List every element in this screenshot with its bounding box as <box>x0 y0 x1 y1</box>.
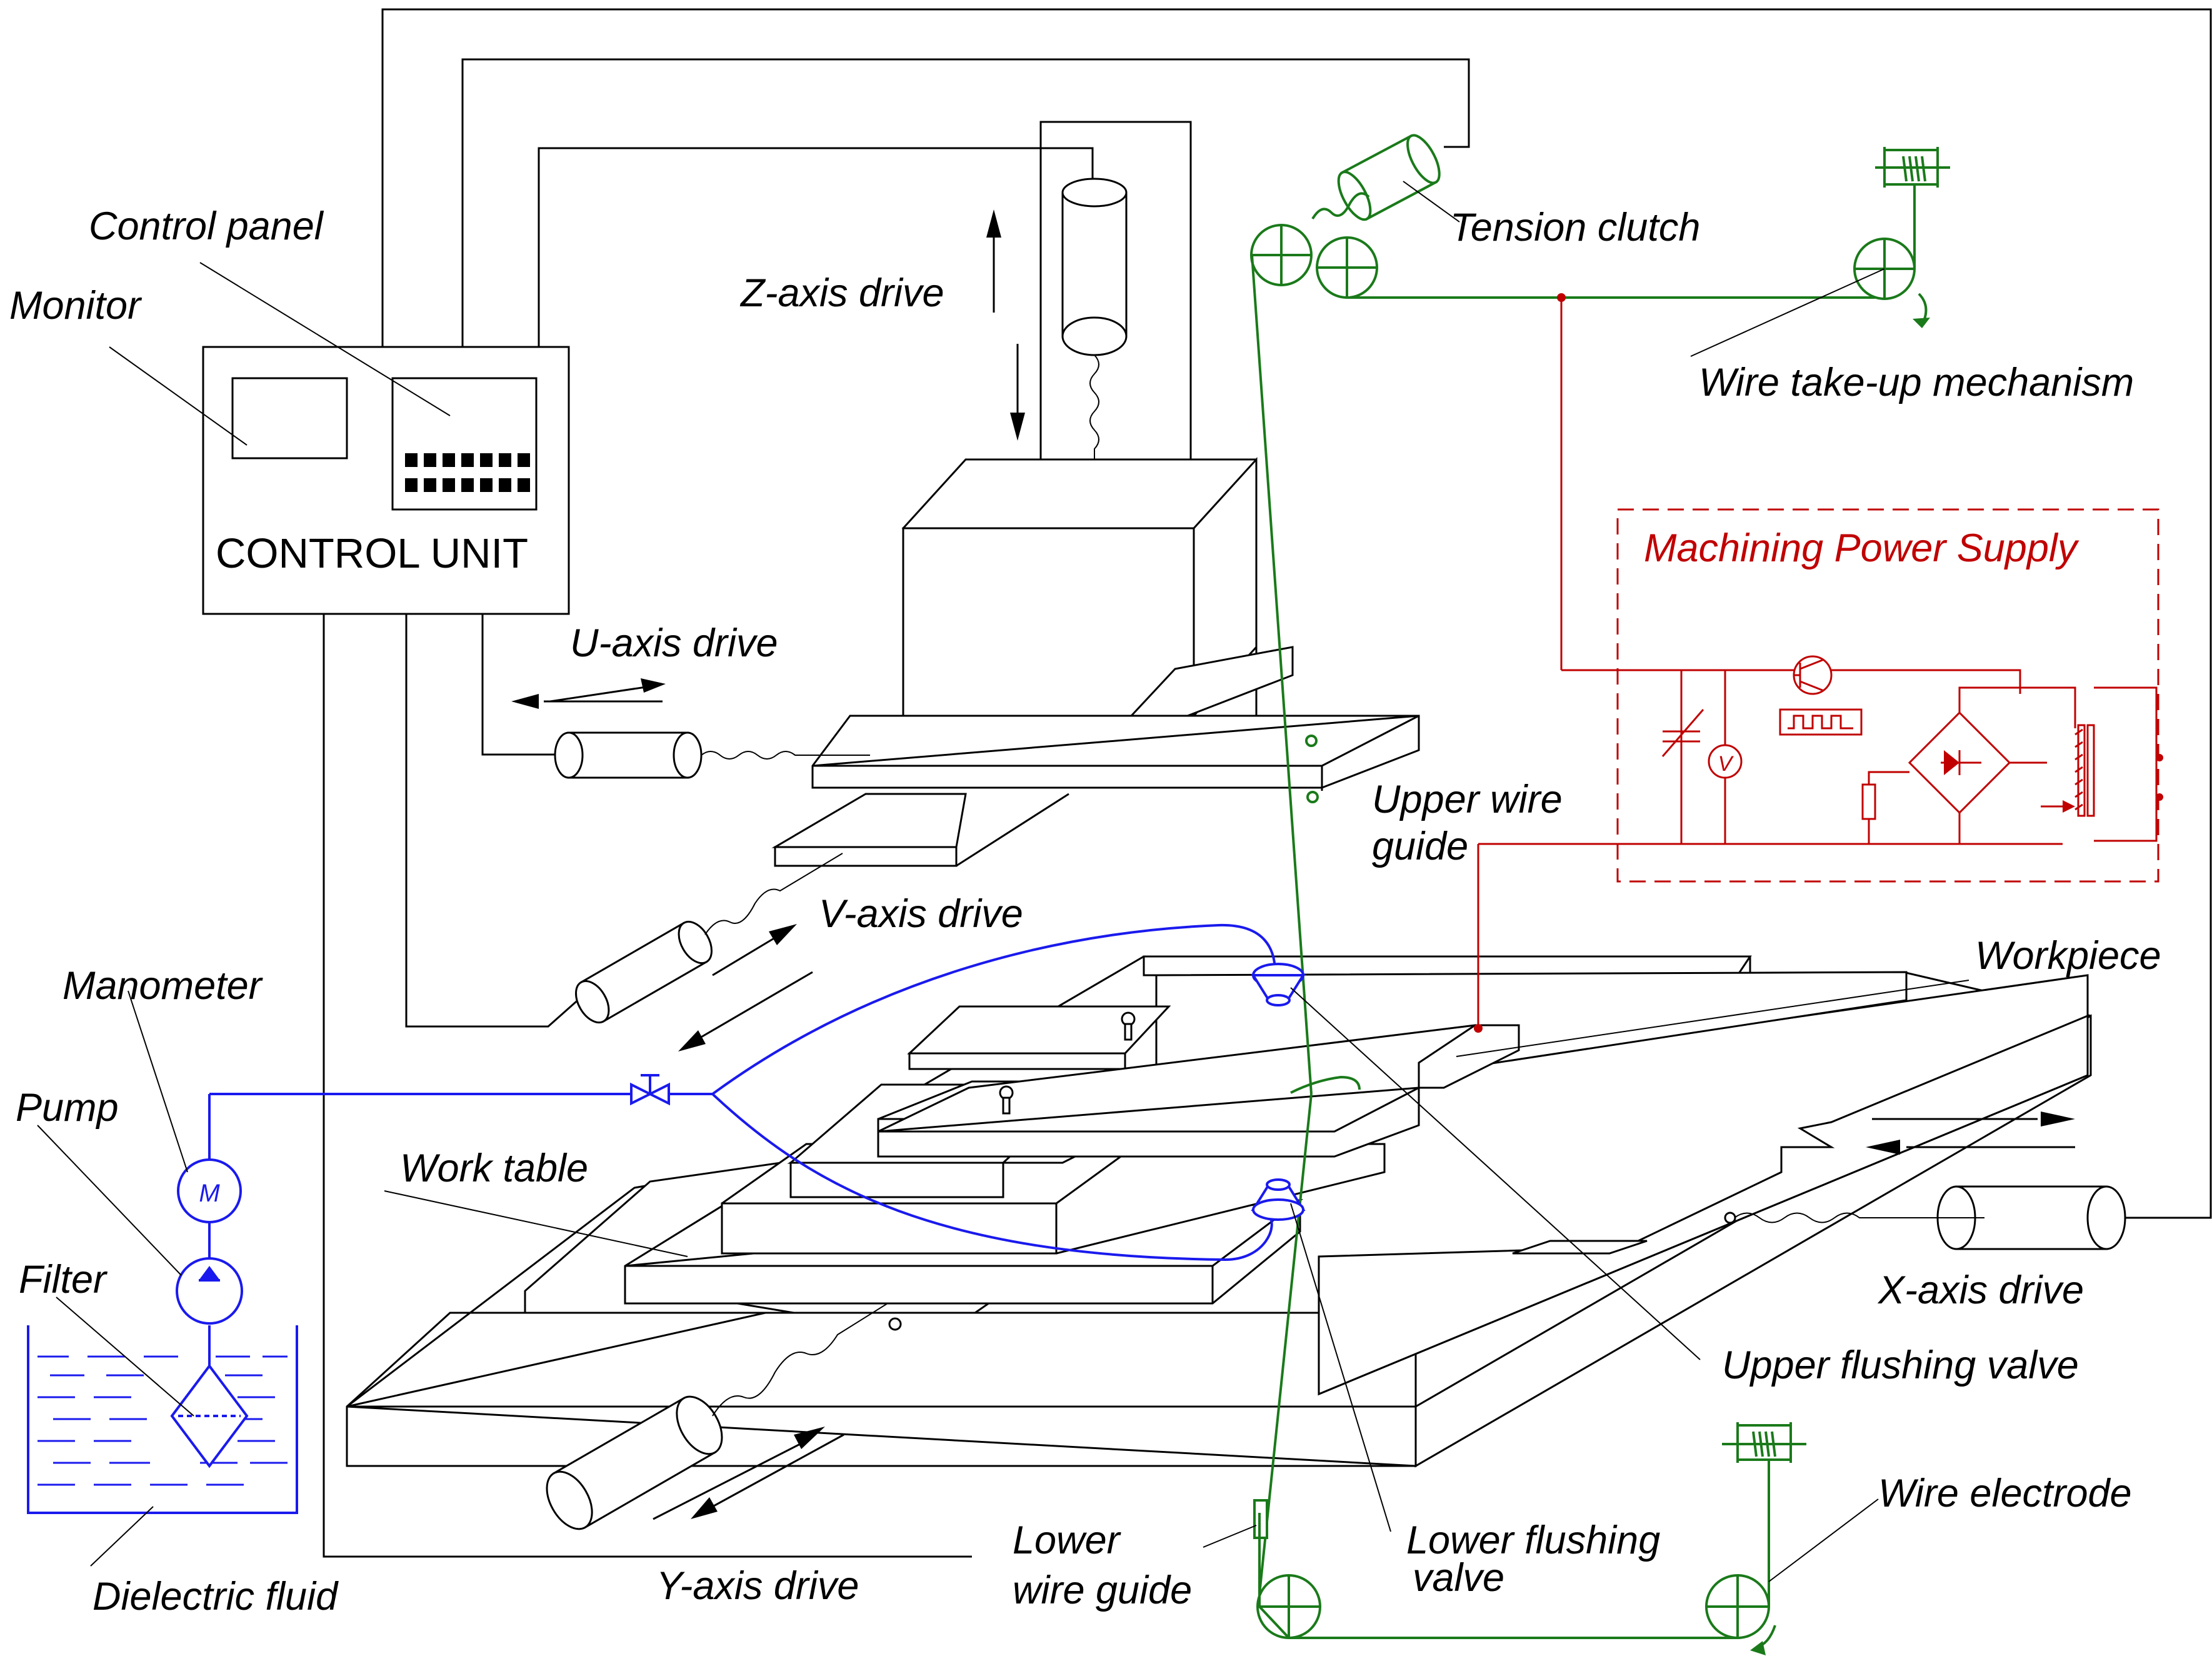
label-machining-power-supply: Machining Power Supply <box>1644 526 2079 570</box>
head-assembly <box>771 457 1420 867</box>
wire-path <box>1250 134 1950 1655</box>
label-u-axis-drive: U-axis drive <box>570 621 778 665</box>
label-lower-flushing-valve-2: valve <box>1413 1556 1504 1600</box>
label-upper-flushing-valve: Upper flushing valve <box>1722 1343 2079 1387</box>
monitor-screen <box>231 377 348 459</box>
label-control-panel: Control panel <box>89 204 324 248</box>
y-axis-drive <box>546 1303 902 1530</box>
u-axis-drive <box>511 678 870 779</box>
label-wire-take-up: Wire take-up mechanism <box>1699 361 2134 404</box>
label-monitor: Monitor <box>9 284 143 328</box>
control-panel-keys <box>391 377 538 511</box>
label-upper-wire-guide-2: guide <box>1372 825 1468 868</box>
z-axis-assembly <box>986 121 1192 495</box>
label-lower-wire-guide-2: wire guide <box>1013 1568 1192 1612</box>
x-axis-drive <box>1724 1112 2126 1250</box>
dielectric-circuit <box>27 923 1306 1514</box>
manometer-symbol: M <box>199 1180 220 1207</box>
label-workpiece: Workpiece <box>1975 934 2161 978</box>
label-y-axis-drive: Y-axis drive <box>656 1564 859 1608</box>
v-axis-drive <box>575 853 843 1051</box>
label-filter: Filter <box>19 1258 108 1302</box>
label-upper-wire-guide-1: Upper wire <box>1372 778 1563 821</box>
label-control-unit: CONTROL UNIT <box>216 530 528 577</box>
label-v-axis-drive: V-axis drive <box>819 892 1023 936</box>
label-x-axis-drive: X-axis drive <box>1877 1268 2084 1312</box>
machining-power-supply <box>1474 293 2163 1033</box>
machine-base <box>346 955 2092 1468</box>
labels: Control panel Monitor CONTROL UNIT Z-axi… <box>9 204 2161 1618</box>
label-lower-wire-guide-1: Lower <box>1013 1518 1122 1562</box>
label-manometer: Manometer <box>63 964 264 1008</box>
label-z-axis-drive: Z-axis drive <box>739 271 944 315</box>
label-wire-electrode: Wire electrode <box>1878 1472 2132 1515</box>
control-cables <box>323 8 2212 1558</box>
label-dielectric-fluid: Dielectric fluid <box>93 1575 339 1618</box>
fluid-lines <box>38 1355 288 1486</box>
control-unit <box>202 346 570 615</box>
leader-lines <box>37 181 1969 1582</box>
label-work-table: Work table <box>400 1147 588 1190</box>
label-lower-flushing-valve-1: Lower flushing <box>1406 1518 1660 1562</box>
control-panel-buttons <box>405 453 530 492</box>
label-pump: Pump <box>16 1086 119 1130</box>
label-tension-clutch: Tension clutch <box>1450 206 1700 249</box>
voltmeter-symbol: V <box>1718 752 1734 776</box>
